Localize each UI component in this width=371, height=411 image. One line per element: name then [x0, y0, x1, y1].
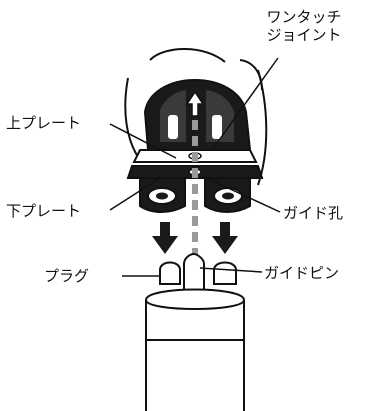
- label-guide-hole: ガイド孔: [283, 204, 344, 222]
- leader-upper-plate: [109, 123, 177, 159]
- down-arrow-icon: [152, 222, 178, 254]
- base-cylinder: [145, 288, 245, 411]
- label-one-touch-joint: ワンタッチ ジョイント: [248, 8, 360, 44]
- leader-guide-pin: [199, 267, 263, 273]
- label-lower-plate: 下プレート: [6, 202, 82, 220]
- up-arrow-icon: [185, 90, 205, 117]
- leader-guide-hole: [201, 175, 281, 213]
- label-guide-pin: ガイドピン: [264, 264, 340, 282]
- label-one-touch-joint-line2: ジョイント: [266, 26, 342, 44]
- label-plug: プラグ: [44, 267, 90, 285]
- label-one-touch-joint-line1: ワンタッチ: [266, 8, 342, 26]
- leader-one-touch-joint: [211, 57, 279, 151]
- leader-lines: [109, 57, 281, 277]
- label-upper-plate: 上プレート: [6, 114, 82, 132]
- plug-assembly: [159, 252, 237, 291]
- leader-lower-plate: [109, 177, 161, 211]
- down-arrow-icon: [212, 222, 238, 254]
